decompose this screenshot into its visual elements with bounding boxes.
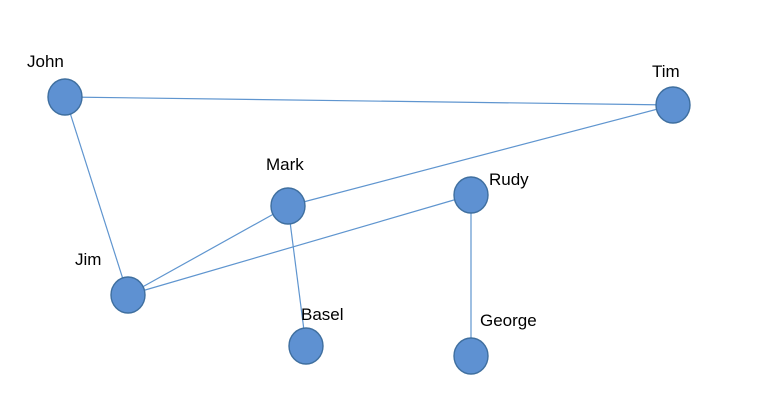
- node-label-jim: Jim: [75, 250, 102, 269]
- node-rudy: [453, 176, 489, 214]
- edge-rudy-jim: [127, 194, 472, 296]
- node-label-john: John: [27, 52, 64, 71]
- edge-mark-jim: [127, 205, 289, 296]
- edges-layer: [64, 96, 674, 356]
- node-john: [47, 78, 83, 116]
- node-label-tim: Tim: [652, 62, 680, 81]
- node-george: [453, 337, 489, 375]
- node-label-rudy: Rudy: [489, 170, 529, 189]
- node-basel: [288, 327, 324, 365]
- edge-john-jim: [64, 96, 129, 296]
- edge-mark-basel: [287, 205, 307, 347]
- edge-john-tim: [64, 96, 674, 106]
- edge-mark-tim: [287, 104, 674, 207]
- node-tim: [655, 86, 691, 124]
- nodes-layer: [47, 78, 691, 375]
- node-label-george: George: [480, 311, 537, 330]
- node-mark: [270, 187, 306, 225]
- node-label-basel: Basel: [301, 305, 344, 324]
- node-label-mark: Mark: [266, 155, 304, 174]
- node-jim: [110, 276, 146, 314]
